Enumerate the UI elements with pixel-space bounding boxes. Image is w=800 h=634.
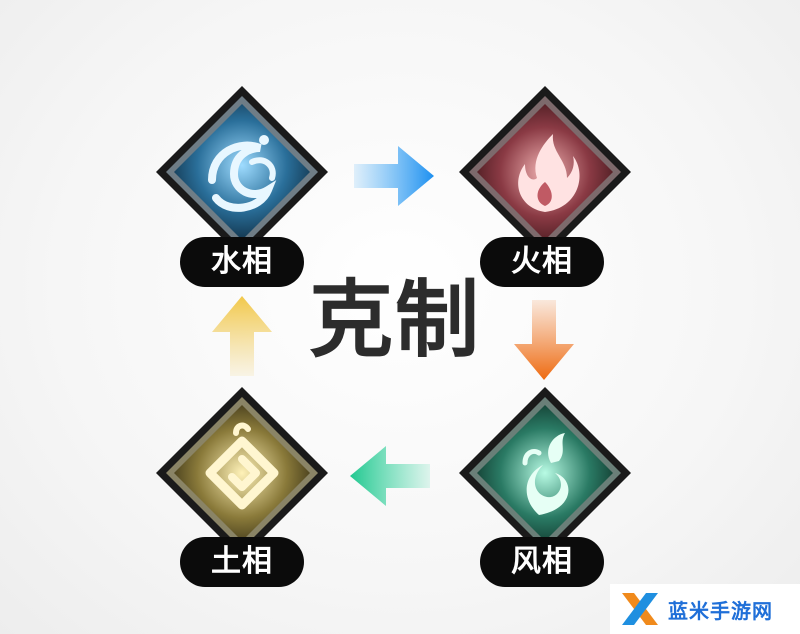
watermark-logo-icon (622, 593, 658, 625)
fire-label: 火相 (480, 237, 604, 287)
arrow-down-icon (514, 300, 574, 380)
arrow-right-icon (354, 146, 434, 206)
counter-title: 克制 (308, 271, 481, 369)
arrow-earth-to-water (206, 294, 278, 378)
arrow-water-to-fire (352, 140, 436, 212)
wind-swirl-icon (459, 387, 631, 559)
flame-icon (459, 86, 631, 258)
water-label: 水相 (180, 237, 304, 287)
earth-emblem (152, 383, 332, 563)
water-wave-icon (156, 86, 328, 258)
fire-emblem (455, 82, 635, 262)
arrow-up-icon (212, 296, 272, 376)
water-emblem (152, 82, 332, 262)
earth-label: 土相 (180, 537, 304, 587)
arrow-left-icon (350, 446, 430, 506)
wind-emblem (455, 383, 635, 563)
site-watermark: 蓝米手游网 (610, 584, 800, 634)
arrow-wind-to-earth (348, 440, 432, 512)
arrow-fire-to-wind (508, 298, 580, 382)
watermark-text: 蓝米手游网 (668, 598, 773, 623)
wind-label: 风相 (480, 537, 604, 587)
earth-spiral-icon (156, 387, 328, 559)
